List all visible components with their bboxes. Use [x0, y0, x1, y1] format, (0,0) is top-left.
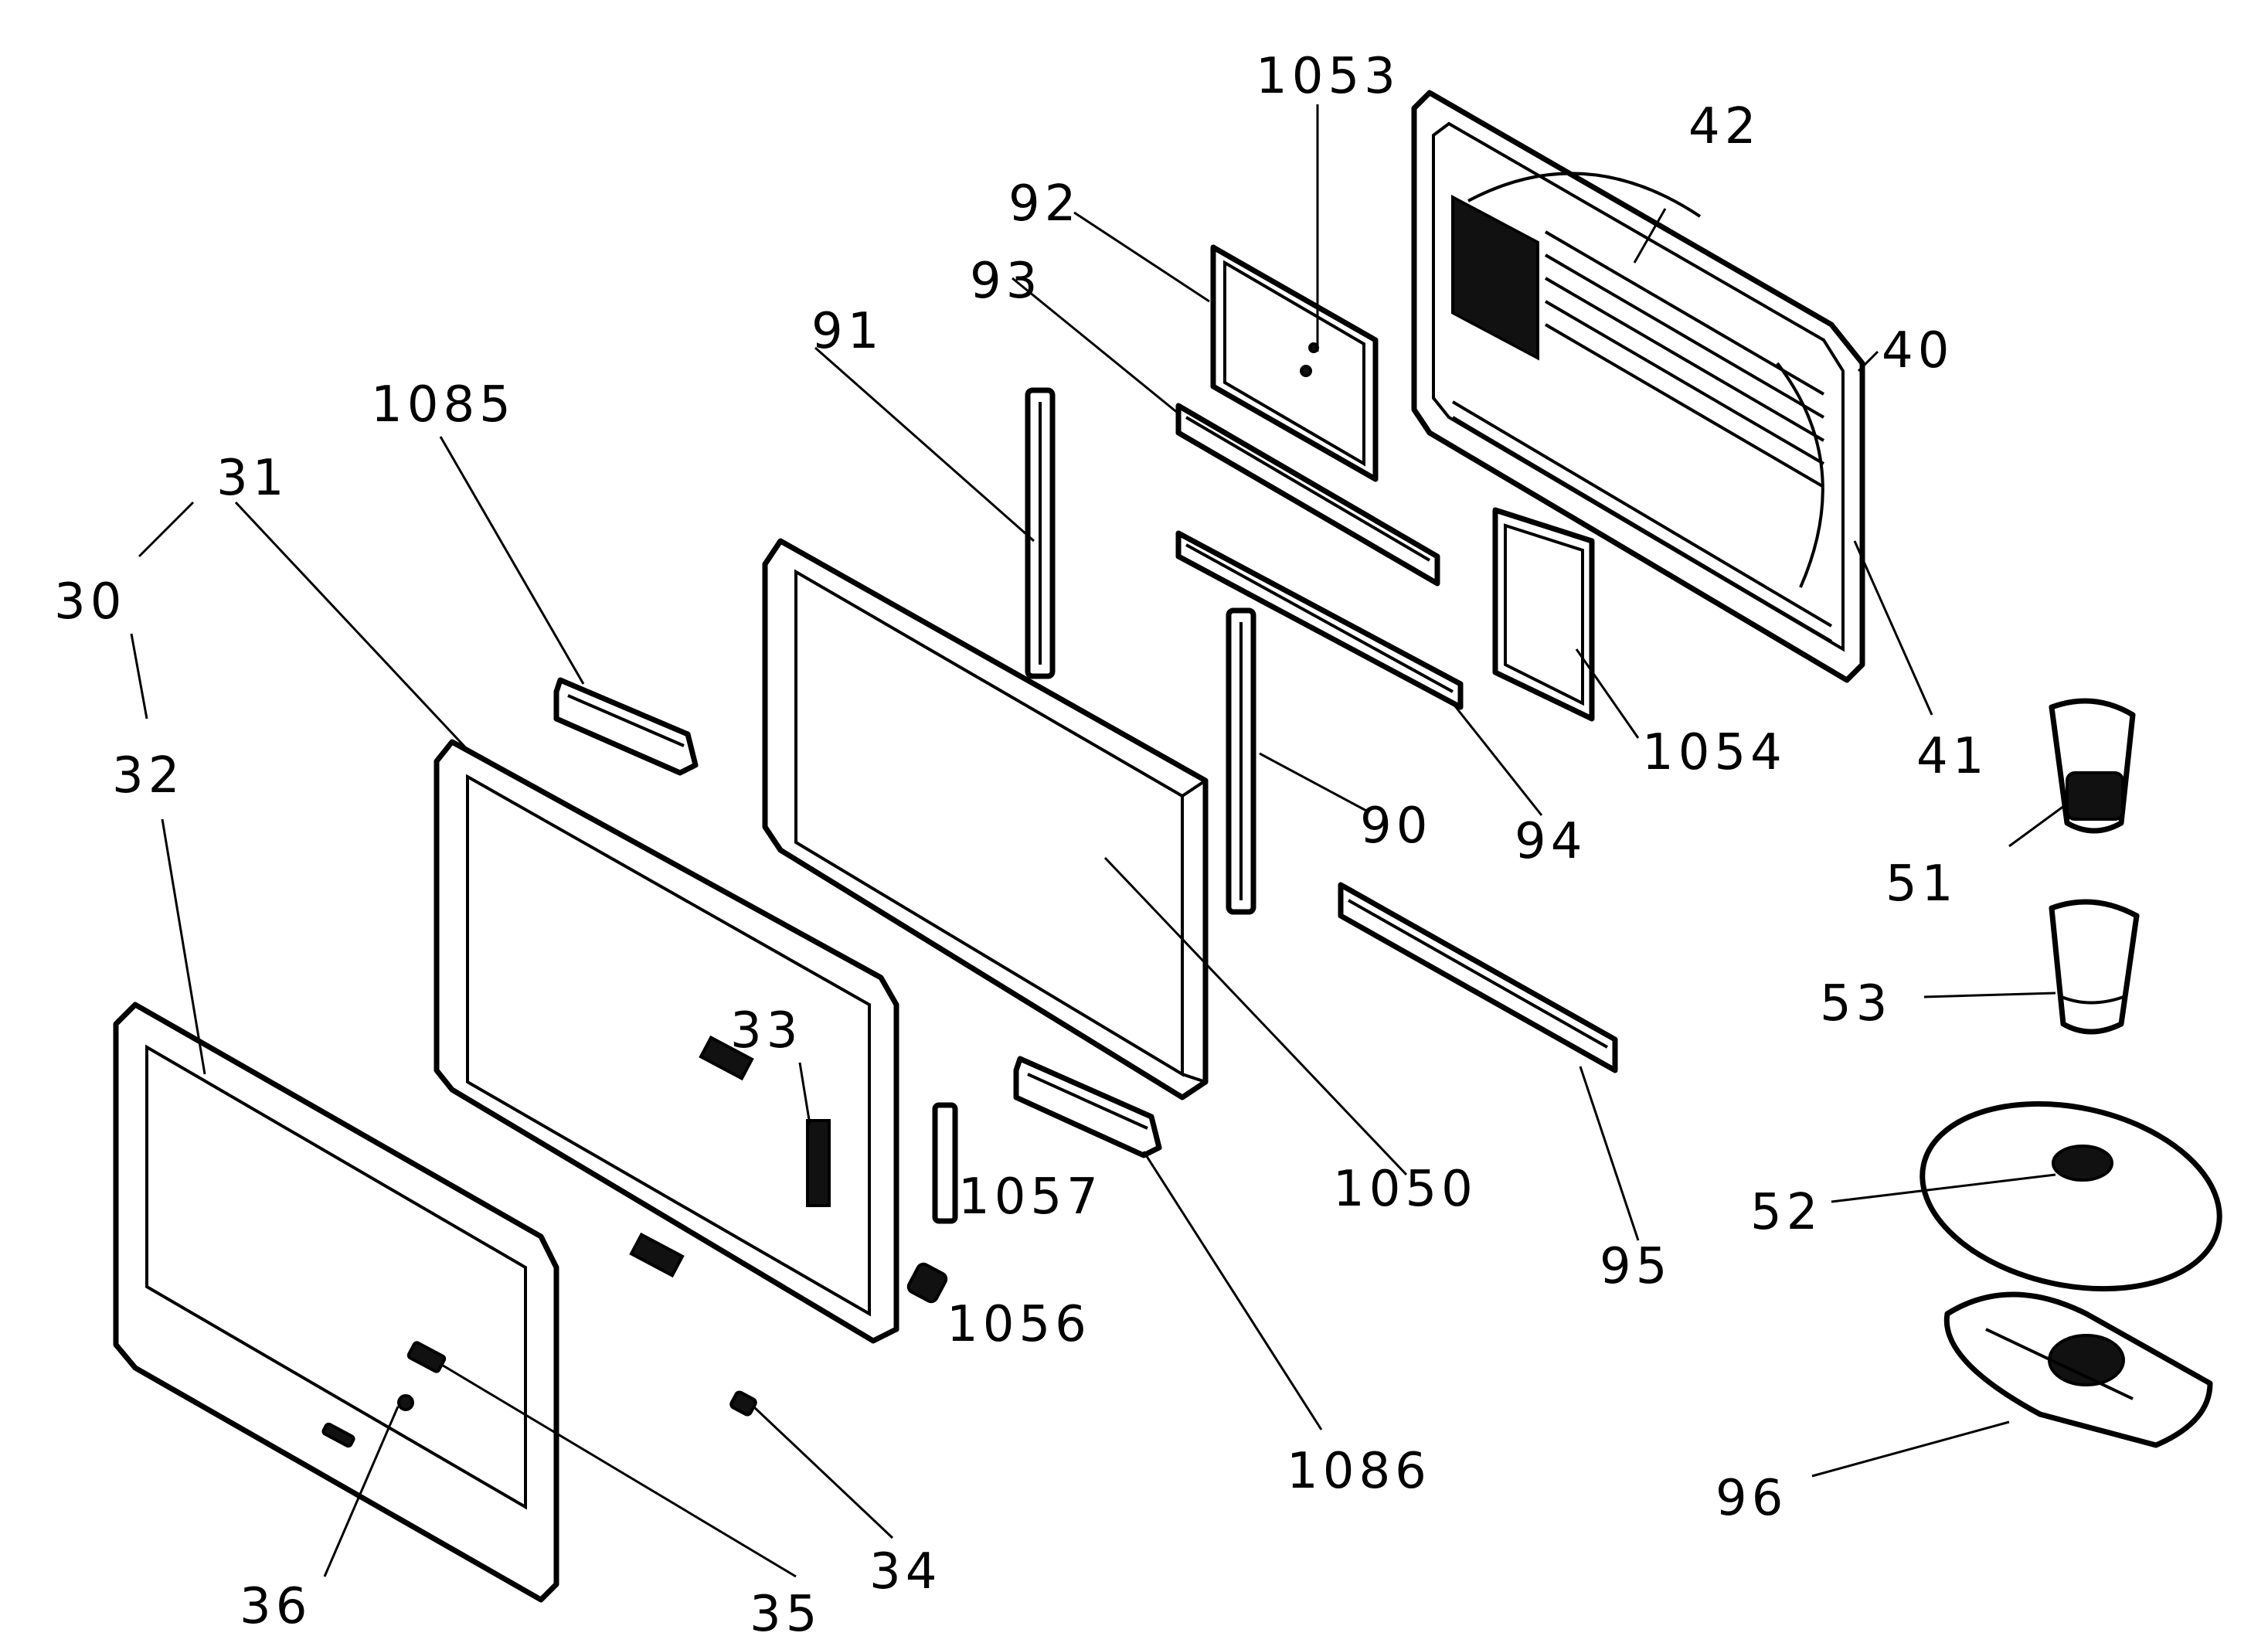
part-51-neck: [2049, 698, 2136, 834]
part-90-bar: [1226, 607, 1256, 915]
callout-1086: 1086: [1287, 1443, 1431, 1500]
part-53-neck: [2049, 899, 2140, 1035]
part-1085-block: [553, 677, 699, 776]
callout-96: 96: [1715, 1470, 1787, 1527]
part-main-board: [1210, 244, 1379, 482]
part-middle-frame: [434, 739, 899, 1344]
callout-1085: 1085: [371, 376, 515, 434]
callout-1050: 1050: [1333, 1161, 1477, 1218]
part-rear-cover: [1411, 90, 1865, 683]
callout-52: 52: [1750, 1184, 1822, 1241]
callout-92: 92: [1008, 175, 1080, 233]
part-95-bracket: [1338, 882, 1618, 1073]
callout-51: 51: [1885, 856, 1957, 913]
part-93-bracket: [1175, 403, 1440, 587]
part-96-plate: [1943, 1291, 2213, 1448]
callout-labels: 1053 42 92 93 91 40 1085 31 30 32 1054 4…: [54, 48, 1988, 1643]
callout-1056: 1056: [947, 1296, 1091, 1353]
callout-53: 53: [1820, 975, 1892, 1032]
callout-90: 90: [1360, 798, 1432, 855]
part-1057: [932, 1102, 958, 1224]
callout-31: 31: [216, 450, 288, 507]
callout-35: 35: [750, 1586, 821, 1643]
callout-42: 42: [1688, 98, 1760, 155]
callout-1057: 1057: [958, 1168, 1103, 1226]
callout-41: 41: [1916, 728, 1988, 785]
part-lcd-panel: [762, 538, 1209, 1100]
part-94-bracket: [1175, 530, 1464, 710]
callout-1054: 1054: [1642, 724, 1787, 781]
part-1086-block: [1013, 1056, 1162, 1158]
callout-36: 36: [240, 1578, 311, 1635]
callout-95: 95: [1600, 1238, 1671, 1295]
leader-lines: [130, 104, 2068, 1578]
part-front-bezel: [113, 1002, 559, 1603]
callout-32: 32: [112, 747, 184, 804]
callout-93: 93: [970, 253, 1042, 310]
callout-34: 34: [869, 1543, 941, 1600]
part-power-board: [1492, 507, 1595, 722]
part-1056: [906, 1262, 948, 1304]
callout-33: 33: [730, 1002, 802, 1060]
part-91-bar: [1025, 387, 1056, 679]
callout-94: 94: [1515, 813, 1586, 870]
part-52-base: [1919, 1100, 2222, 1292]
part-34: [729, 1390, 757, 1417]
callout-40: 40: [1882, 322, 1953, 379]
callout-1053: 1053: [1256, 48, 1400, 105]
callout-30: 30: [54, 573, 126, 631]
callout-91: 91: [811, 303, 883, 360]
